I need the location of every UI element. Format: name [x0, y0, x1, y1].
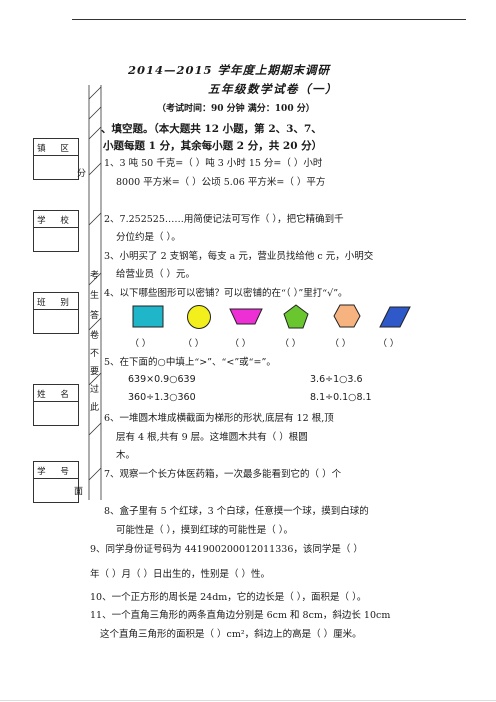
question-2: 2、7.252525……用简便记法可写作（ ），把它精确到千 [104, 214, 344, 225]
question-6-cont: 层有 4 根,共有 9 层。这堆圆木共有（ ）根圆 [116, 432, 308, 443]
binding-label: 镇 区 [37, 144, 75, 154]
question-7: 7、观察一个长方体医药箱，一次最多能看到它的（ ）个 [104, 469, 342, 480]
side-char: 不 [90, 349, 100, 359]
section-heading: 、填空题。（本大题共 12 小题，第 2、3、7、 [101, 123, 322, 135]
question-8-cont: 可能性是（ ），摸到红球的可能性是（ ）。 [116, 525, 294, 536]
circle-shape [187, 305, 211, 329]
section-heading: 小题每题 1 分，其余每小题 2 分，共 20 分） [103, 140, 323, 152]
exam-title: 2014—2015 学年度上期期末调研 [128, 63, 331, 77]
question-6: 6、一堆圆木堆成横截面为梯形的形状,底层有 12 根,顶 [104, 413, 334, 424]
compare-item: 8.1÷0.1○8.1 [310, 392, 372, 403]
answer-blank[interactable]: （ ） [280, 339, 301, 349]
question-3: 3、小明买了 2 支钢笔，每支 a 元，营业员找给他 c 元，小明交 [104, 251, 374, 262]
exam-time-score: （考试时间：90 分钟 满分：100 分） [157, 104, 315, 114]
compare-item: 360÷1.3○360 [128, 392, 196, 403]
binding-label: 班 别 [37, 298, 75, 308]
question-1-cont: 8000 平方米=（ ）公顷 5.06 平方米=（ ）平方 [116, 177, 326, 188]
question-9: 9、同学身份证号码为 441900200012011336，该同学是（ ） [90, 544, 363, 555]
question-6-cont: 木。 [116, 450, 136, 461]
binding-field-town[interactable]: 镇 区 [33, 138, 79, 180]
answer-blank[interactable]: （ ） [183, 339, 204, 349]
answer-blank[interactable]: （ ） [130, 339, 151, 349]
side-char: 要 [90, 367, 100, 377]
exam-subtitle: 五年级数学试卷（一） [208, 82, 338, 96]
hexagon-shape [333, 304, 361, 328]
side-char: 面 [74, 487, 84, 497]
trapezoid-shape [229, 308, 263, 325]
question-5: 5、在下面的○中填上“>”、“<”或“=”。 [104, 357, 276, 368]
question-3-cont: 给营业员（ ）元。 [116, 269, 196, 280]
parallelogram-shape [379, 306, 411, 328]
binding-line [88, 85, 102, 500]
compare-item: 3.6÷1○3.6 [310, 374, 363, 385]
side-char: 生 [90, 291, 100, 301]
binding-field-number[interactable]: 学 号 [33, 461, 79, 503]
answer-blank[interactable]: （ ） [230, 339, 251, 349]
question-10: 10、一个正方形的周长是 24dm，它的边长是（ ），面积是（ ）。 [90, 592, 367, 603]
binding-field-school[interactable]: 学 校 [33, 210, 79, 252]
binding-label: 学 号 [37, 467, 75, 477]
binding-label: 姓 名 [37, 390, 75, 400]
question-4: 4、以下哪些图形可以密铺？可以密铺的在“（ ）”里打“√”。 [104, 288, 348, 299]
answer-blank[interactable]: （ ） [330, 339, 351, 349]
square-shape [132, 305, 164, 328]
side-char: 此 [90, 403, 100, 413]
binding-field-name[interactable]: 姓 名 [33, 384, 79, 426]
side-char: 考 [90, 271, 100, 281]
side-char: 分 [77, 169, 87, 179]
compare-item: 639×0.9○639 [128, 374, 196, 385]
binding-label: 学 校 [37, 216, 75, 226]
question-9-cont: 年（ ）月（ ）日出生的，性别是（ ）性。 [90, 569, 271, 580]
pentagon-shape [283, 304, 309, 329]
question-2-cont: 分位约是（ ）。 [116, 232, 181, 243]
binding-field-class[interactable]: 班 别 [33, 292, 79, 334]
page-edge [0, 700, 496, 701]
question-11-cont: 这个直角三角形的面积是（ ）cm²，斜边上的高是（ ）厘米。 [100, 629, 362, 640]
side-char: 过 [90, 385, 100, 395]
question-1: 1、3 吨 50 千克=（ ）吨 3 小时 15 分=（ ）小时 [104, 158, 323, 169]
answer-blank[interactable]: （ ） [378, 339, 399, 349]
question-11: 11、一个直角三角形的两条直角边分别是 6cm 和 8cm，斜边长 10cm [90, 610, 391, 621]
top-rule [72, 19, 466, 20]
question-8: 8、盒子里有 5 个红球，3 个白球，任意摸一个球，摸到白球的 [104, 506, 369, 517]
side-char: 卷 [90, 331, 100, 341]
side-char: 答 [90, 311, 100, 321]
